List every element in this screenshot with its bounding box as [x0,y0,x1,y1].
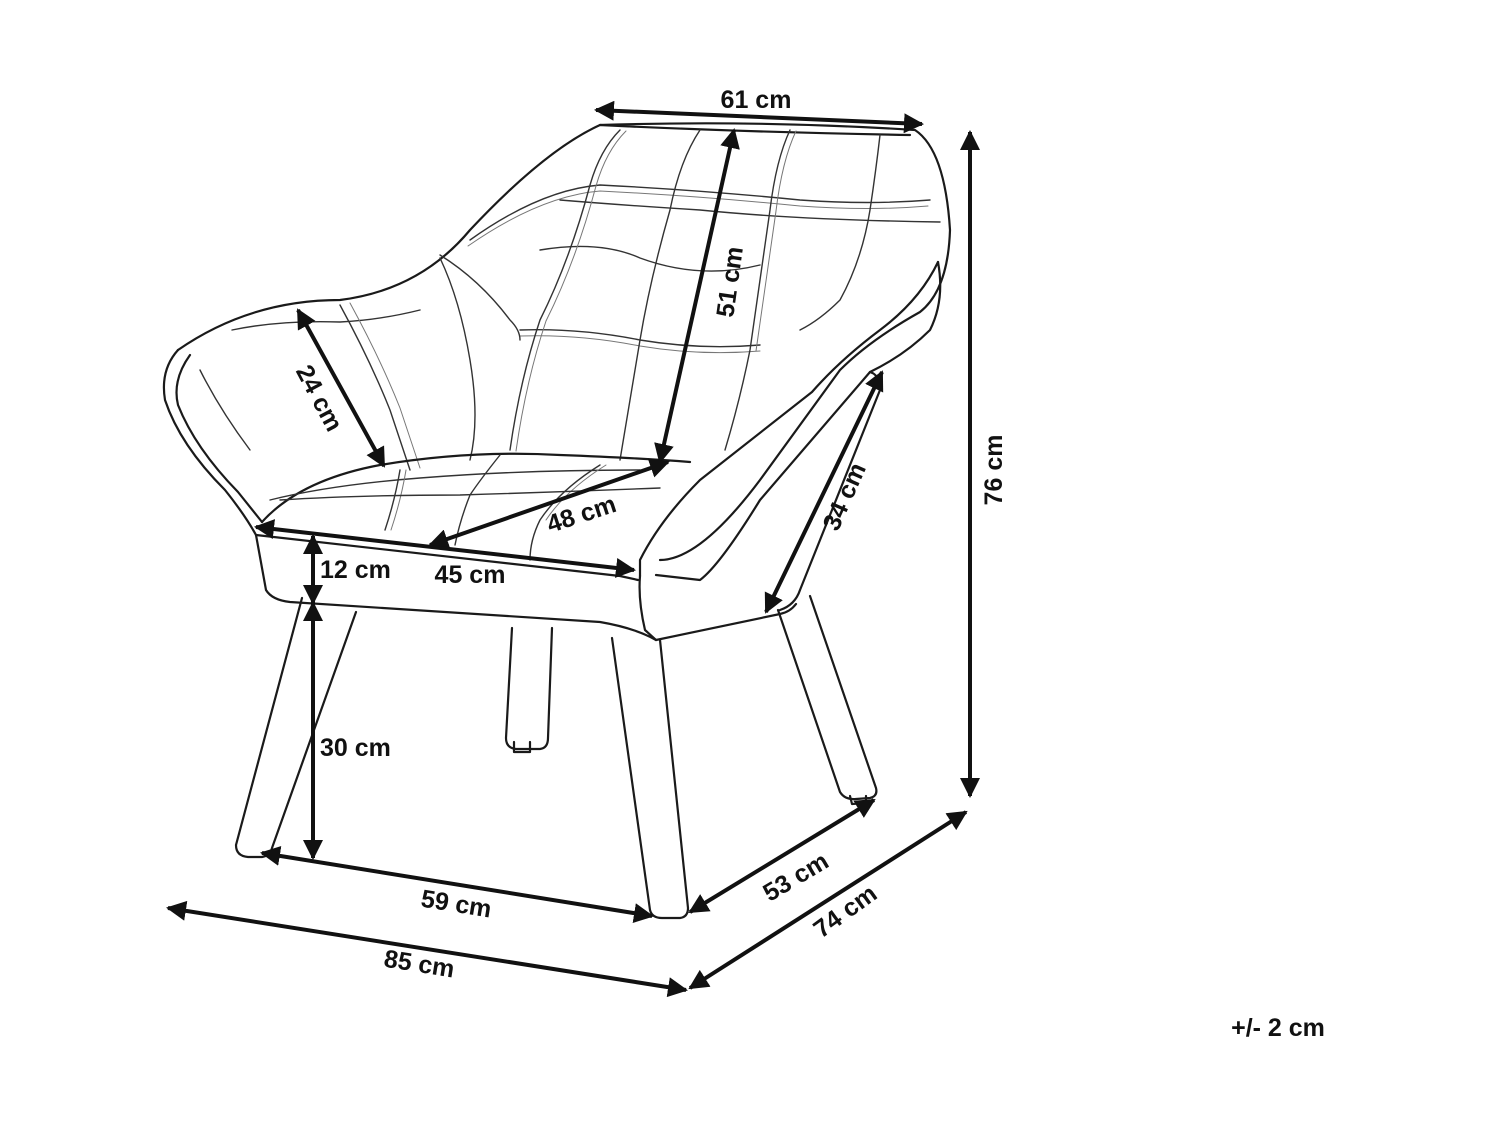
dimension-labels: 61 cm 51 cm 24 cm 48 cm 34 cm 12 cm 45 c… [290,86,1325,1042]
dim-line-backrest-width [594,100,924,134]
left-armrest [162,348,258,537]
seat-cushion [260,452,692,561]
tolerance-note: +/- 2 cm [1231,1014,1325,1042]
dim-line-overall-width [166,900,688,998]
dim-line-backrest-height [654,128,740,464]
back-leg [504,626,554,751]
label-backrest-height: 51 cm [711,245,749,319]
right-rear-leg [776,594,878,801]
label-seat-depth: 48 cm [543,490,619,539]
label-seat-thickness: 12 cm [320,556,391,584]
label-armrest-height: 24 cm [290,360,348,436]
front-left-leg [234,596,358,859]
dim-line-seat-width [254,519,636,578]
label-seat-height: 30 cm [320,734,391,762]
dim-line-overall-depth [688,810,968,990]
label-seat-width: 45 cm [435,561,506,589]
seat-base [254,533,798,642]
front-right-leg [610,636,690,920]
label-overall-height: 76 cm [980,435,1008,506]
dimension-lines [166,100,980,998]
dim-line-armrest-length [764,370,884,614]
dim-line-armrest-height [296,308,386,468]
label-armrest-length: 34 cm [817,459,871,535]
label-backrest-width: 61 cm [721,86,792,114]
right-armrest [638,260,940,578]
label-leg-depth-span: 53 cm [758,847,833,908]
